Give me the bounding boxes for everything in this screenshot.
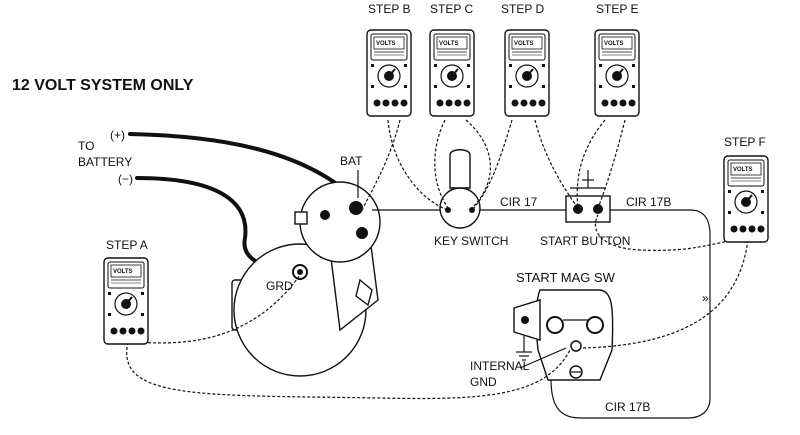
starter-motor — [231, 181, 381, 377]
step-b-lead-2 — [361, 119, 401, 211]
cir17-label: CIR 17 — [500, 195, 538, 209]
step-d-label: STEP D — [501, 2, 544, 16]
positive-battery-cable — [128, 132, 354, 198]
svg-text:VOLTS: VOLTS — [113, 269, 133, 275]
step-f-lead-2 — [581, 239, 749, 349]
diagram-title: 12 VOLT SYSTEM ONLY — [12, 77, 194, 94]
svg-text:VOLTS: VOLTS — [439, 41, 459, 47]
step-d-lead-1 — [471, 119, 513, 211]
step-c-lead-2 — [465, 119, 491, 209]
step-a-lead-2 — [137, 274, 301, 344]
to-battery-label-2: BATTERY — [78, 155, 132, 169]
step-b-label: STEP B — [368, 2, 410, 16]
key-switch — [439, 149, 481, 229]
meter-step-c: VOLTS — [429, 29, 475, 117]
step-d-lead-2 — [534, 119, 579, 209]
start-mag-switch — [513, 289, 614, 381]
start-button — [565, 170, 611, 223]
grd-label: GRD — [266, 279, 293, 293]
svg-text:VOLTS: VOLTS — [733, 167, 753, 173]
start-mag-sw-label: START MAG SW — [516, 270, 616, 285]
meter-step-a: VOLTS — [103, 257, 149, 345]
meter-step-d: VOLTS — [504, 29, 550, 117]
step-e-lead-1 — [576, 119, 606, 209]
step-a-label: STEP A — [106, 238, 148, 252]
step-f-label: STEP F — [724, 135, 766, 149]
step-f-lead-1 — [594, 214, 736, 251]
cir17b-label-top: CIR 17B — [626, 195, 671, 209]
svg-text:VOLTS: VOLTS — [376, 41, 396, 47]
meter-step-e: VOLTS — [594, 29, 640, 117]
negative-label: (−) — [118, 172, 133, 186]
internal-label: INTERNAL — [470, 359, 530, 373]
key-switch-label: KEY SWITCH — [434, 234, 508, 248]
bat-label: BAT — [340, 154, 363, 168]
step-b-lead-1 — [387, 119, 449, 211]
start-button-label: START BUTTON — [540, 234, 630, 248]
positive-label: (+) — [110, 128, 125, 142]
step-e-label: STEP E — [596, 2, 638, 16]
gnd-label: GND — [470, 375, 497, 389]
svg-text:»: » — [702, 291, 709, 305]
to-battery-label-1: TO — [78, 139, 94, 153]
meter-step-f: VOLTS — [723, 155, 769, 243]
step-a-lead-1 — [126, 341, 571, 400]
meter-step-b: VOLTS — [366, 29, 412, 117]
svg-text:VOLTS: VOLTS — [604, 41, 624, 47]
svg-text:VOLTS: VOLTS — [514, 41, 534, 47]
step-e-lead-2 — [597, 119, 626, 209]
cir17b-label-bottom: CIR 17B — [605, 400, 650, 414]
step-c-label: STEP C — [430, 2, 473, 16]
